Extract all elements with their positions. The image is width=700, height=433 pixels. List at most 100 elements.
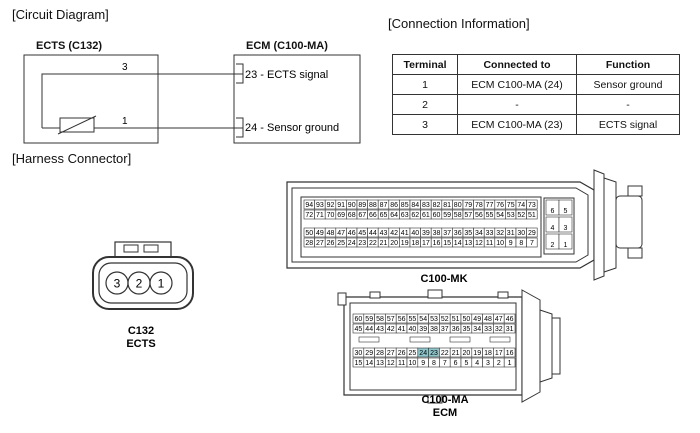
ma-pin-number: 10 [409,360,417,367]
mk-pin-number: 58 [454,212,462,219]
mk-pin-number: 35 [464,230,472,237]
ma-pin-number: 44 [365,326,373,333]
ma-key-slot [489,336,511,343]
ma-pin-number: 51 [452,316,460,323]
mk-side-pin-number: 4 [551,225,555,232]
mk-pin-number: 72 [305,212,313,219]
ma-pin-number: 13 [376,360,384,367]
c100-ma-label: C100-MA [421,394,468,406]
mk-side-pin-number: 2 [551,242,555,249]
mk-pin-number: 90 [348,202,356,209]
mk-pin-number: 55 [486,212,494,219]
ma-pin-number: 24 [419,350,427,357]
mk-pin-number: 61 [422,212,430,219]
mk-pin-number: 88 [369,202,377,209]
mk-pin-number: 68 [348,212,356,219]
circuit-diagram-heading: [Circuit Diagram] [12,7,109,22]
ma-pin-number: 41 [398,326,406,333]
mk-pin-number: 41 [401,230,409,237]
ects-pin-3: 3 [122,62,128,73]
mk-pin-number: 29 [528,230,536,237]
mk-pin-number: 50 [305,230,313,237]
ma-pin-number: 17 [495,350,503,357]
ma-pin-number: 55 [409,316,417,323]
mk-pin-number: 37 [443,230,451,237]
ma-pin-number: 35 [463,326,471,333]
ma-pin-number: 49 [473,316,481,323]
ma-pin-number: 21 [452,350,460,357]
mk-pin-number: 17 [422,240,430,247]
ects-component-label: ECTS (C132) [36,40,103,52]
ma-pin-number: 56 [398,316,406,323]
mk-pin-number: 77 [486,202,494,209]
c132-pin: 2 [136,277,143,291]
mk-pin-number: 9 [509,240,513,247]
mk-pin-number: 22 [369,240,377,247]
mk-pin-number: 89 [358,202,366,209]
mk-side-pin-number: 5 [564,208,568,215]
mk-pin-number: 26 [327,240,335,247]
mk-pin-number: 18 [411,240,419,247]
mk-pin-number: 15 [443,240,451,247]
mk-pin-number: 75 [507,202,515,209]
ma-pin-cell [503,323,516,334]
mk-pin-number: 36 [454,230,462,237]
mk-pin-number: 13 [464,240,472,247]
mk-pin-cell [526,199,538,210]
mk-pin-number: 16 [433,240,441,247]
ma-pin-number: 58 [376,316,384,323]
ects-box [23,54,159,144]
ma-pin-number: 54 [419,316,427,323]
mk-pin-number: 14 [454,240,462,247]
mk-pin-number: 82 [433,202,441,209]
table-header-row: Terminal Connected to Function [392,54,680,75]
c132-pin: 1 [158,277,165,291]
table-row: 3 ECM C100-MA (23) ECTS signal [392,114,680,135]
mk-pin-number: 64 [390,212,398,219]
ma-pin-number: 60 [355,316,363,323]
ma-pin-number: 43 [376,326,384,333]
ma-pin-number: 59 [365,316,373,323]
mk-pin-number: 40 [411,230,419,237]
mk-pin-number: 12 [475,240,483,247]
ma-pin-number: 34 [473,326,481,333]
mk-pin-cell [526,227,538,238]
ma-pin-number: 23 [430,350,438,357]
cell: ECM C100-MA (24) [457,74,577,95]
mk-pin-number: 91 [337,202,345,209]
c132-connector: 3 2 1 C132 ECTS [92,241,194,350]
ma-pin-number: 46 [506,316,514,323]
ma-pin-number: 15 [355,360,363,367]
mk-pin-number: 79 [464,202,472,209]
ma-pin-number: 42 [387,326,395,333]
ma-pin-number: 47 [495,316,503,323]
mk-pin-number: 63 [401,212,409,219]
ma-pin-number: 31 [506,326,514,333]
mk-pin-number: 42 [390,230,398,237]
mk-pin-number: 45 [358,230,366,237]
ma-pin-number: 16 [506,350,514,357]
mk-pin-number: 54 [496,212,504,219]
cell: ECM C100-MA (23) [457,114,577,135]
ma-pin-number: 12 [387,360,395,367]
mk-pin-number: 71 [316,212,324,219]
mk-pin-number: 81 [443,202,451,209]
mk-pin-number: 46 [348,230,356,237]
ma-pin-number: 32 [495,326,503,333]
mk-pin-number: 30 [517,230,525,237]
mk-pin-number: 65 [380,212,388,219]
mk-pin-number: 19 [401,240,409,247]
c132-pin: 3 [114,277,121,291]
col-function: Function [576,54,680,75]
ma-pin-number: 27 [387,350,395,357]
ma-pin-number: 1 [508,360,512,367]
mk-pin-number: 94 [305,202,313,209]
mk-pin-number: 85 [401,202,409,209]
ecm-pin23-label: 23 - ECTS signal [245,69,328,81]
ecm-pin23-bracket [236,63,244,84]
mk-pin-number: 93 [316,202,324,209]
c132-label: C132 [128,325,154,337]
c100-mk-label: C100-MK [420,273,467,285]
